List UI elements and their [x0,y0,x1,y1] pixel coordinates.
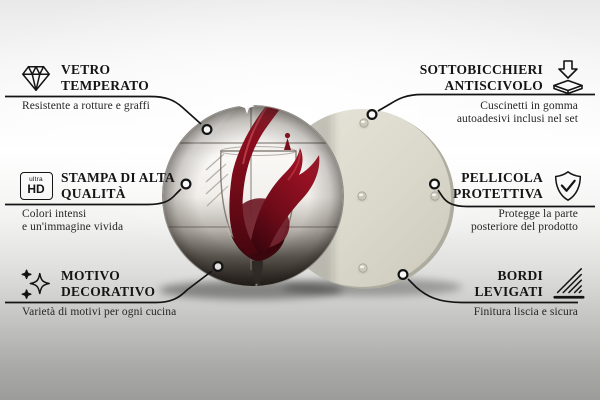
rubber-pad [430,191,440,201]
callout-dot [180,178,192,190]
shield-check-icon [550,168,586,204]
callout-dot [366,108,378,120]
rubber-pad [359,118,369,128]
feature-title: BORDI LEVIGATI [474,268,543,299]
rubber-pad [358,263,368,273]
feature-description: Colori intensi e un'immagine vivida [22,208,124,233]
feature-description: Protegge la parte posteriore del prodott… [470,208,578,233]
feature-description: Finitura liscia e sicura [473,306,578,318]
feature-vetro-temperato: VETRO TEMPERATO Resistente a rotture e g… [5,60,183,112]
callout-line-motivo [5,270,213,304]
sparkles-icon [18,266,54,302]
callout-line-stampa [5,188,182,206]
feature-motivo-decorativo: MOTIVO DECORATIVO Varietà di motivi per … [5,266,183,318]
feature-title: SOTTOBICCHIERI ANTISCIVOLO [419,62,543,93]
ultra-hd-icon: ultra HD [18,168,54,204]
callout-line-pellicola [437,189,595,208]
feature-description: Cuscinetti in gomma autoadesivi inclusi … [456,100,578,125]
feature-stampa-alta-qualita: ultra HD STAMPA DI ALTA QUALITÀ Colori i… [5,168,183,232]
callout-line-bordi [407,278,578,304]
feature-description: Varietà di motivi per ogni cucina [22,306,177,318]
diamond-icon [18,60,54,96]
smooth-edge-icon [550,266,586,302]
rubber-pad [357,191,367,201]
front-glass-panel [162,98,344,287]
feature-bordi-levigati: BORDI LEVIGATI Finitura liscia e sicura [417,266,595,318]
feature-pellicola-protettiva: PELLICOLA PROTETTIVA Protegge la parte p… [417,168,595,232]
callout-line-vetro-temperato [5,95,202,125]
callout-dot [201,123,213,135]
callout-dot [429,178,441,190]
callout-line-sottobicchieri [377,93,595,112]
callout-dot [397,269,409,281]
feature-description: Resistente a rotture e graffi [22,100,150,112]
coaster-arrow-icon [550,60,586,96]
feature-title: PELLICOLA PROTETTIVA [452,170,543,201]
feature-title: MOTIVO DECORATIVO [61,268,156,299]
feature-title: STAMPA DI ALTA QUALITÀ [61,170,176,201]
callout-dot [212,261,224,273]
sparkle-highlight [239,98,255,114]
feature-sottobicchieri-antiscivolo: SOTTOBICCHIERI ANTISCIVOLO Cuscinetti in… [417,60,595,124]
feature-title: VETRO TEMPERATO [61,62,150,93]
front-panel-shadow [159,280,343,300]
